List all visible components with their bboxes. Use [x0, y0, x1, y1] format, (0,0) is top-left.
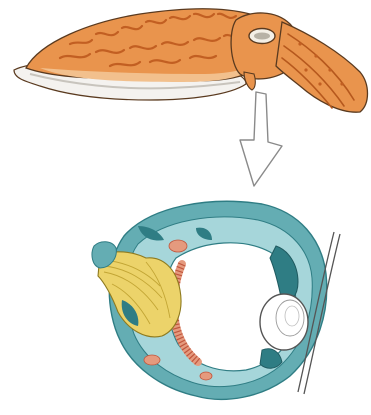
cuttlefish	[14, 9, 368, 112]
cuttlefish-siphon	[244, 72, 255, 90]
zoom-arrow	[240, 92, 282, 186]
cuttlefish-eye	[249, 29, 275, 44]
eye-cross-section	[92, 201, 340, 399]
eye-lens	[260, 294, 308, 350]
